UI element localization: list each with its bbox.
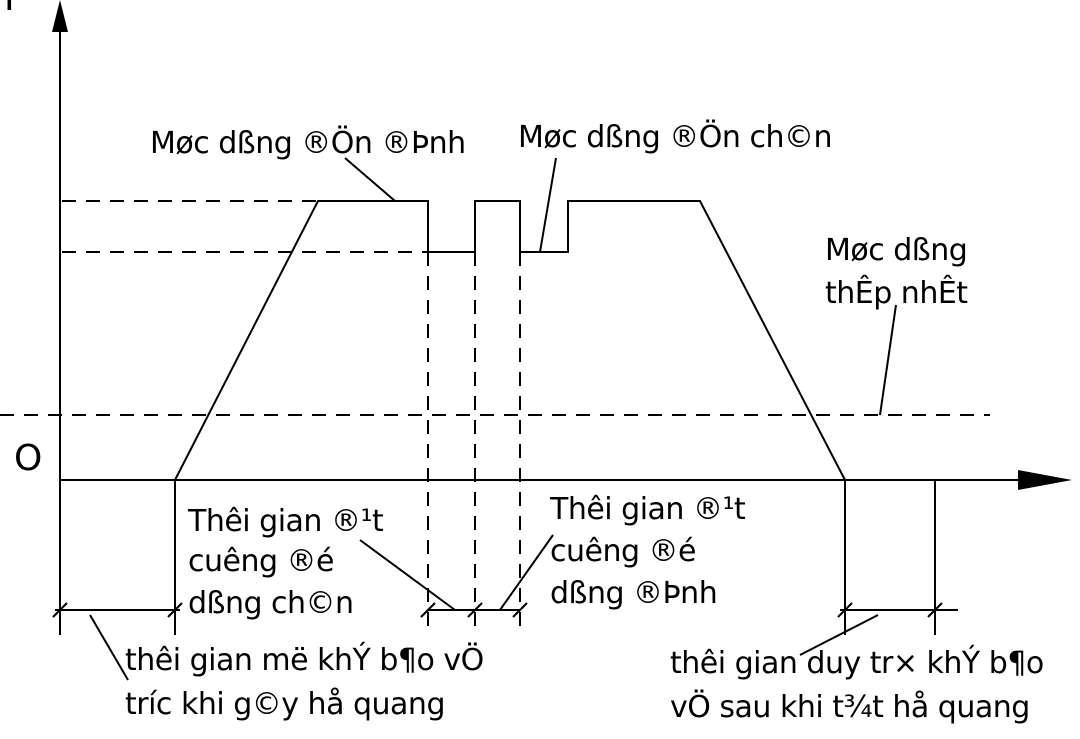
post-gas-slash-2 xyxy=(927,602,943,618)
post-gas-leader xyxy=(799,614,879,656)
pre-gas-slash-1 xyxy=(52,602,68,618)
weld-current-label: Møc dßng ®Ön ®Þnh xyxy=(150,125,466,161)
min-current-label-line2: thÊp nhÊt xyxy=(825,275,968,311)
pre-gas-label-line1: thêi gian më khÝ b¶o vÖ xyxy=(125,642,484,678)
y-axis-label: I xyxy=(4,0,15,19)
x-axis-arrow xyxy=(1018,470,1072,490)
rise-slash-3 xyxy=(512,602,528,618)
pre-gas-label-line2: tr­íc khi g©y hå quang xyxy=(125,687,445,722)
right-time-label-line3: dßng ®Þnh xyxy=(550,576,717,611)
post-gas-slash-1 xyxy=(837,602,853,618)
min-current-label-line1: Møc dßng xyxy=(825,233,967,268)
rise-slash-1 xyxy=(420,602,436,618)
min-current-leader xyxy=(879,304,897,416)
post-gas-label-line2: vÖ sau khi t¾t hå quang xyxy=(670,689,1030,725)
left-time-label-line2: cuêng ®é xyxy=(188,544,334,579)
origin-label: O xyxy=(14,438,42,479)
right-time-label-line2: cuêng ®é xyxy=(550,534,696,569)
post-gas-label-line1: thêi gian duy tr× khÝ b¶o xyxy=(670,645,1044,681)
left-time-label-line3: dßng ch©n xyxy=(188,586,354,621)
left-time-label-line1: Thêi gian ®¹t xyxy=(187,504,384,539)
rise-slash-2 xyxy=(467,602,483,618)
left-time-leader xyxy=(359,539,456,611)
pulse-current-label: Møc dßng ®Ön ch©n xyxy=(518,119,832,155)
right-time-label-line1: Thêi gian ®¹t xyxy=(549,492,746,527)
pre-gas-slash-2 xyxy=(167,602,183,618)
pre-gas-leader xyxy=(89,614,129,681)
current-waveform xyxy=(174,200,846,481)
pulse-current-leader xyxy=(539,157,557,253)
weld-current-leader xyxy=(344,157,396,202)
y-axis-arrow xyxy=(52,0,68,32)
right-time-leader xyxy=(499,534,554,611)
